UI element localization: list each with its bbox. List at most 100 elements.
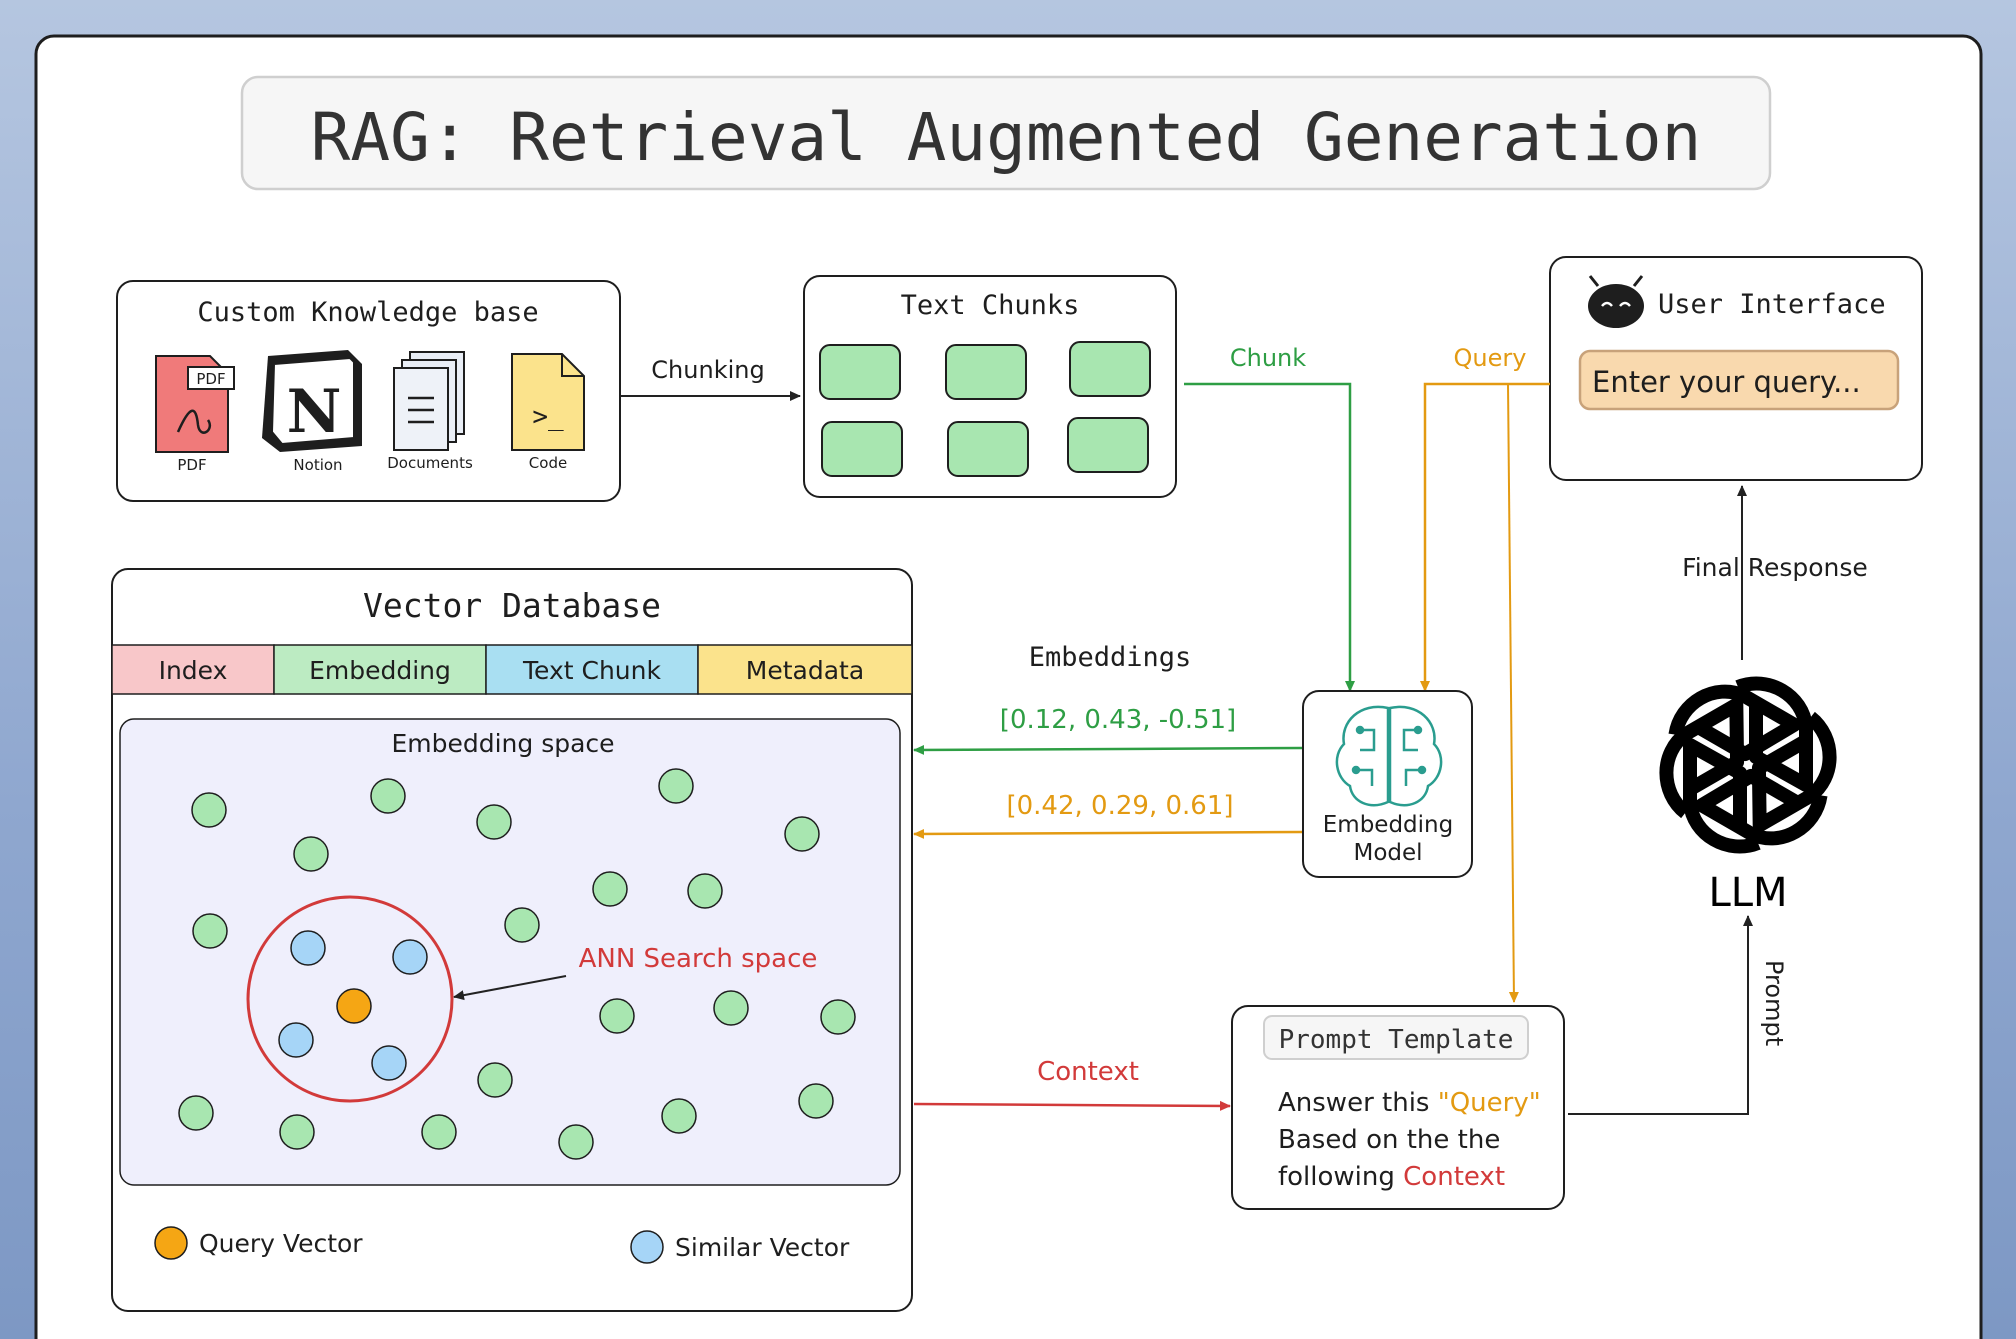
text-chunk-block: [821, 421, 903, 477]
embedding-vector-dot: [713, 990, 749, 1026]
similar-vector-dot: [371, 1045, 407, 1081]
pdf-icon: PDF: [155, 355, 235, 453]
prompt-template-box: Prompt Template Answer this "Query" Base…: [1231, 1005, 1565, 1210]
chunk-edge: [1184, 382, 1355, 692]
final-response-label: Final Response: [1682, 553, 1868, 582]
query-vector-dot: [336, 988, 372, 1024]
column-metadata-label: Metadata: [746, 656, 864, 685]
chunk-edge-label: Chunk: [1230, 344, 1306, 372]
brain-icon: [1335, 705, 1443, 807]
embedding-vector-2: [0.42, 0.29, 0.61]: [1006, 791, 1233, 821]
embedding-vector-dot: [504, 907, 540, 943]
embedding-vector-arrow-1: [913, 744, 1304, 755]
documents-label: Documents: [387, 454, 473, 472]
pdf-label: PDF: [177, 456, 206, 474]
prompt-label: Prompt: [1760, 960, 1788, 1046]
embedding-vector-1: [0.12, 0.43, -0.51]: [1000, 705, 1236, 735]
vector-database-heading: Vector Database: [363, 586, 661, 625]
embedding-vector-dot: [820, 999, 856, 1035]
column-text-chunk: [485, 644, 699, 695]
column-embedding: [273, 644, 487, 695]
embedding-vector-dot: [279, 1114, 315, 1150]
embedding-vector-dot: [658, 768, 694, 804]
prompt-line-3: following Context: [1278, 1162, 1505, 1192]
embedding-vector-dot: [558, 1124, 594, 1160]
legend-query-dot: [154, 1226, 188, 1260]
legend-similar-dot: [630, 1230, 664, 1264]
similar-vector-dot: [392, 939, 428, 975]
embedding-vector-arrow-2: [913, 828, 1304, 839]
column-text-chunk-label: Text Chunk: [522, 656, 661, 685]
embedding-space-heading: Embedding space: [391, 729, 614, 758]
documents-icon: [393, 351, 465, 451]
context-arrow: [913, 1100, 1231, 1111]
embedding-vector-dot: [421, 1114, 457, 1150]
text-chunk-block: [1069, 341, 1151, 397]
notion-label: Notion: [293, 456, 342, 474]
embedding-model-label-line2: Model: [1353, 840, 1422, 866]
text-chunk-block: [947, 421, 1029, 477]
embedding-vector-dot: [476, 804, 512, 840]
embedding-vector-dot: [178, 1095, 214, 1131]
column-metadata: [697, 644, 913, 695]
prompt-template-heading: Prompt Template: [1279, 1025, 1514, 1055]
text-chunks-heading: Text Chunks: [901, 290, 1080, 321]
svg-text:PDF: PDF: [196, 370, 225, 388]
knowledge-base-box: Custom Knowledge base PDF PDF N Notion D…: [116, 280, 621, 502]
svg-text:N: N: [287, 377, 342, 447]
ann-pointer-arrow: [453, 975, 567, 1001]
text-chunk-block: [819, 344, 901, 400]
legend-similar-label: Similar Vector: [675, 1233, 850, 1262]
embedding-vector-dot: [798, 1083, 834, 1119]
similar-vector-dot: [290, 930, 326, 966]
prompt-line-1: Answer this "Query": [1278, 1088, 1541, 1118]
similar-vector-dot: [278, 1022, 314, 1058]
code-label: Code: [529, 454, 567, 472]
query-input[interactable]: [1578, 349, 1900, 411]
text-chunks-box: Text Chunks: [803, 275, 1177, 498]
embedding-vector-dot: [592, 871, 628, 907]
column-index: [111, 644, 275, 695]
query-edge-label: Query: [1454, 344, 1527, 372]
legend-query-label: Query Vector: [199, 1229, 363, 1258]
embedding-vector-dot: [784, 816, 820, 852]
vector-database-box: Vector Database Index Embedding Text Chu…: [111, 568, 913, 1312]
embedding-vector-dot: [477, 1062, 513, 1098]
embedding-vector-dot: [191, 792, 227, 828]
embeddings-label: Embeddings: [1029, 642, 1192, 673]
embedding-model-box: Embedding Model: [1302, 690, 1473, 878]
embedding-vector-dot: [599, 998, 635, 1034]
llm-label: LLM: [1708, 870, 1787, 916]
prompt-line-2: Based on the the: [1278, 1125, 1500, 1155]
embedding-vector-dot: [687, 873, 723, 909]
user-interface-heading: User Interface: [1658, 289, 1886, 320]
knowledge-base-heading: Custom Knowledge base: [197, 297, 538, 328]
title-box: [240, 75, 1772, 191]
context-label: Context: [1037, 1057, 1139, 1087]
text-chunk-block: [945, 344, 1027, 400]
ann-search-label: ANN Search space: [579, 944, 818, 974]
ann-search-circle: [246, 895, 454, 1103]
svg-text:>_: >_: [532, 402, 564, 432]
llm-node: LLM: [1648, 674, 1847, 916]
query-input-placeholder: Enter your query...: [1592, 365, 1861, 399]
prompt-arrow: [1568, 915, 1753, 1115]
embedding-vector-dot: [293, 836, 329, 872]
text-chunk-block: [1067, 417, 1149, 473]
page-title: RAG: Retrieval Augmented Generation: [311, 99, 1702, 176]
notion-icon: N: [262, 350, 362, 452]
embedding-model-label-line1: Embedding: [1323, 812, 1453, 838]
column-index-label: Index: [159, 656, 228, 685]
openai-logo-icon: [1648, 674, 1847, 856]
column-embedding-label: Embedding: [309, 656, 451, 685]
chunking-label: Chunking: [651, 356, 764, 384]
embedding-space: [119, 718, 901, 1186]
query-edge-to-prompt: [1507, 383, 1519, 1003]
code-icon: >_: [511, 353, 585, 451]
embedding-vector-dot: [661, 1098, 697, 1134]
robot-icon: [1588, 275, 1644, 328]
user-interface-box: User Interface Enter your query...: [1549, 256, 1923, 481]
embedding-vector-dot: [192, 913, 228, 949]
